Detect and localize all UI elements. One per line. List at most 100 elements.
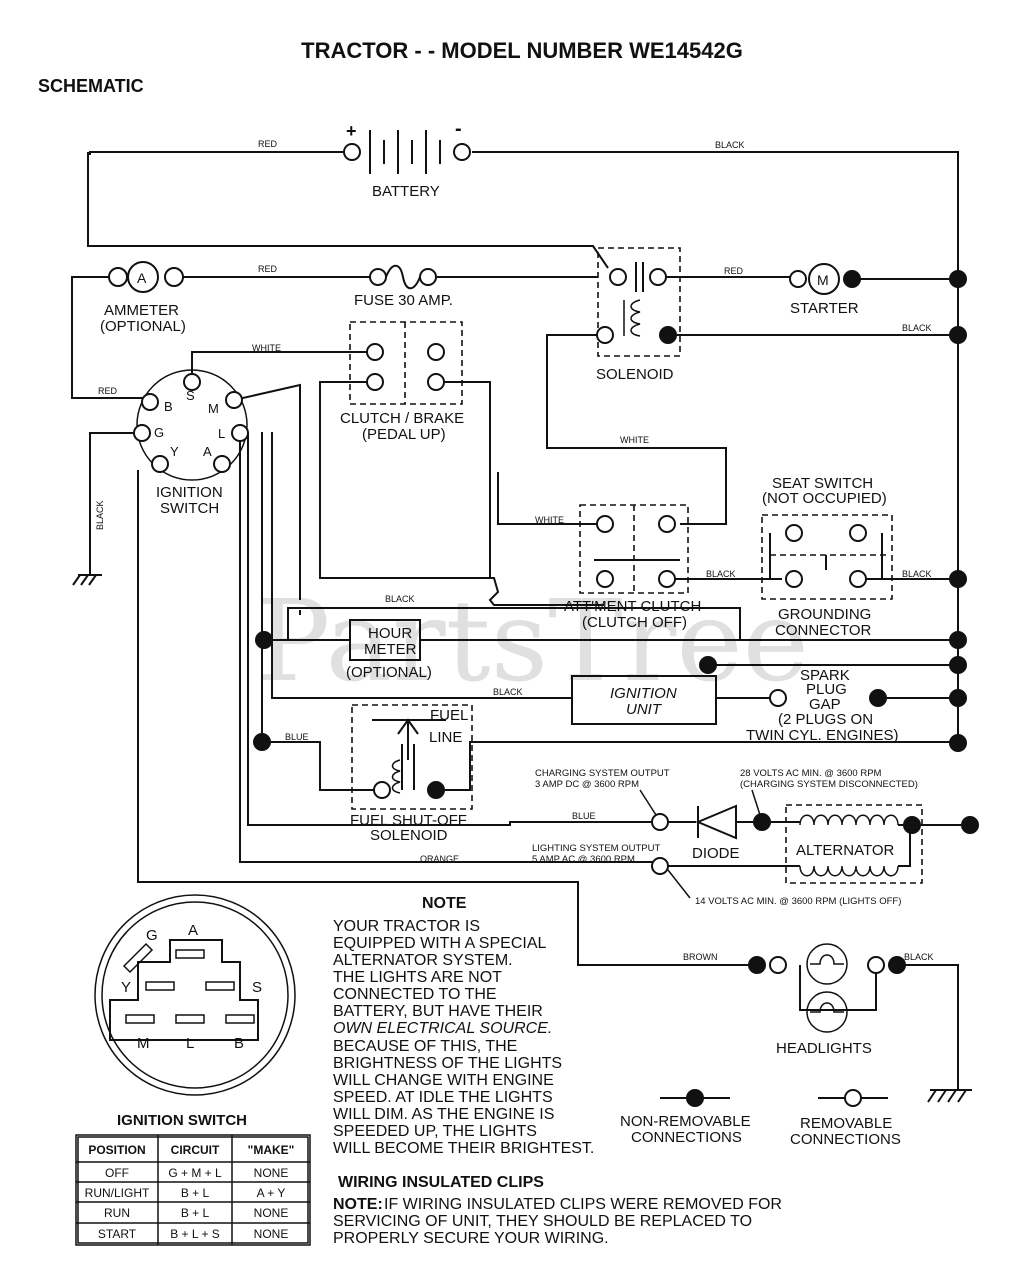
hour-meter: HOUR METER (OPTIONAL): [346, 619, 432, 681]
v28-label-2: (CHARGING SYSTEM DISCONNECTED): [740, 779, 918, 790]
wire-label-blue-fuel: BLUE: [285, 732, 309, 742]
wire-label-red-ign: RED: [98, 386, 118, 396]
arrow-v28: [751, 789, 761, 816]
clips-line-2: SERVICING OF UNIT, THEY SHOULD BE REPLAC…: [333, 1213, 752, 1230]
legend-removable-label-2: CONNECTIONS: [790, 1131, 901, 1148]
legend-non-removable: NON-REMOVABLE CONNECTIONS: [620, 1089, 751, 1146]
connector-label-s: S: [252, 979, 262, 996]
solenoid: SOLENOID: [596, 247, 681, 383]
seat-switch: SEAT SWITCH (NOT OCCUPIED) GROUNDING CON…: [761, 475, 893, 639]
charging-output-1: CHARGING SYSTEM OUTPUT: [535, 768, 670, 779]
wire-label-black-headlight: BLACK: [904, 952, 934, 962]
note-line: WILL BECOME THEIR BRIGHTEST.: [333, 1140, 594, 1157]
note-line: BRIGHTNESS OF THE LIGHTS: [333, 1055, 562, 1072]
wire-label-white-top: WHITE: [252, 343, 281, 353]
starter-symbol: M: [817, 272, 829, 288]
solenoid-label: SOLENOID: [596, 366, 674, 383]
table-cell: START: [98, 1227, 137, 1241]
ignition-unit: IGNITION UNIT: [571, 675, 717, 725]
wire-label-black-long: BLACK: [385, 594, 415, 604]
note-line: SPEED. AT IDLE THE LIGHTS: [333, 1089, 553, 1106]
diode: DIODE: [651, 804, 740, 862]
note-line: SPEEDED UP, THE LIGHTS: [333, 1123, 537, 1140]
note-line: BECAUSE OF THIS, THE: [333, 1038, 517, 1055]
lighting-output-2: 5 AMP AC @ 3600 RPM: [532, 854, 635, 865]
fuel-solenoid-label: FUEL SHUT-OFF: [350, 812, 467, 829]
legend-non-removable-label: NON-REMOVABLE: [620, 1113, 751, 1130]
ignition-switch: S B M G L Y A IGNITION SWITCH: [133, 369, 249, 517]
wire-label-black-seat: BLACK: [902, 569, 932, 579]
table-header: "MAKE": [248, 1143, 295, 1157]
battery-label: BATTERY: [372, 183, 440, 200]
seat-switch-state: (NOT OCCUPIED): [762, 490, 887, 507]
fuse: FUSE 30 AMP.: [354, 264, 453, 309]
spark-plug-label-5: TWIN CYL. ENGINES): [746, 727, 899, 744]
ign-terminal-m: M: [208, 401, 219, 416]
hour-meter-label-2: METER: [364, 641, 417, 658]
note-line: CONNECTED TO THE: [333, 986, 497, 1003]
note-line: OWN ELECTRICAL SOURCE.: [333, 1020, 552, 1037]
spark-plug-gap: SPARK PLUG GAP (2 PLUGS ON TWIN CYL. ENG…: [746, 667, 899, 744]
fuel-line-label-2: LINE: [429, 729, 462, 746]
note-line: WILL DIM. AS THE ENGINE IS: [333, 1106, 554, 1123]
clips-heading: WIRING INSULATED CLIPS: [338, 1174, 544, 1191]
note-line: WILL CHANGE WITH ENGINE: [333, 1072, 554, 1089]
clutch-brake-switch: CLUTCH / BRAKE (PEDAL UP): [340, 321, 464, 443]
wire-label-black-ign-unit: BLACK: [493, 687, 523, 697]
wire-label-brown: BROWN: [683, 952, 718, 962]
table-cell: NONE: [254, 1166, 289, 1180]
table-header: CIRCUIT: [171, 1143, 220, 1157]
ignition-switch-label-2: SWITCH: [160, 500, 219, 517]
connector-label-m: M: [137, 1035, 150, 1052]
ignition-connector-diagram: G A Y S M L B: [94, 894, 296, 1096]
charging-output-2: 3 AMP DC @ 3600 RPM: [535, 779, 639, 790]
note-line: EQUIPPED WITH A SPECIAL: [333, 935, 546, 952]
hour-meter-optional: (OPTIONAL): [346, 664, 432, 681]
seat-switch-label: SEAT SWITCH: [772, 475, 873, 492]
ignition-table-title: IGNITION SWITCH: [117, 1112, 247, 1129]
ammeter-optional: (OPTIONAL): [100, 318, 186, 335]
ign-terminal-l: L: [218, 426, 225, 441]
ign-terminal-b: B: [164, 399, 173, 414]
table-cell: NONE: [254, 1206, 289, 1220]
wire-label-black-attment: BLACK: [706, 569, 736, 579]
ign-terminal-g: G: [154, 425, 164, 440]
ign-terminal-s: S: [186, 388, 195, 403]
battery-minus: -: [455, 118, 462, 140]
ground-symbol-left: [72, 574, 102, 586]
diode-label: DIODE: [692, 845, 740, 862]
starter-label: STARTER: [790, 300, 859, 317]
page-title: TRACTOR - - MODEL NUMBER WE14542G: [301, 38, 743, 63]
clutch-brake-state: (PEDAL UP): [362, 426, 446, 443]
connector-label-l: L: [186, 1035, 194, 1052]
starter: M STARTER: [789, 263, 861, 317]
ammeter-label: AMMETER: [104, 302, 179, 319]
fuel-shutoff-solenoid: FUEL LINE FUEL SHUT-OFF SOLENOID: [350, 704, 473, 844]
note-body: YOUR TRACTOR IS EQUIPPED WITH A SPECIAL …: [333, 918, 594, 1157]
battery: + - BATTERY: [343, 118, 471, 200]
attment-clutch-label: ATT'MENT CLUTCH: [564, 598, 701, 615]
ignition-switch-label: IGNITION: [156, 484, 223, 501]
legend-non-removable-label-2: CONNECTIONS: [631, 1129, 742, 1146]
spark-plug-label-3: GAP: [809, 696, 841, 713]
spark-plug-label-4: (2 PLUGS ON: [778, 711, 873, 728]
connector-label-y: Y: [121, 979, 131, 996]
ignition-unit-label: IGNITION: [610, 685, 677, 702]
clips-note-bold: NOTE:: [333, 1196, 383, 1213]
wire-label-blue-charging: BLUE: [572, 811, 596, 821]
legend-removable-label: REMOVABLE: [800, 1115, 892, 1132]
ammeter: A AMMETER (OPTIONAL): [100, 261, 186, 335]
note-heading: NOTE: [422, 895, 467, 912]
rail-connections: [253, 270, 979, 834]
clutch-brake-label: CLUTCH / BRAKE: [340, 410, 464, 427]
note-line: BATTERY, BUT HAVE THEIR: [333, 1003, 543, 1020]
legend-removable: REMOVABLE CONNECTIONS: [790, 1089, 901, 1148]
clips-line-1: IF WIRING INSULATED CLIPS WERE REMOVED F…: [384, 1196, 782, 1213]
wire-label-black-ground: BLACK: [95, 500, 105, 530]
wire-label-black-battery: BLACK: [715, 140, 745, 150]
fuel-solenoid-label-2: SOLENOID: [370, 827, 448, 844]
wires: [71, 151, 970, 1090]
wire-label-white-mid: WHITE: [620, 435, 649, 445]
table-cell: G + M + L: [168, 1166, 222, 1180]
table-cell: RUN: [104, 1206, 130, 1220]
